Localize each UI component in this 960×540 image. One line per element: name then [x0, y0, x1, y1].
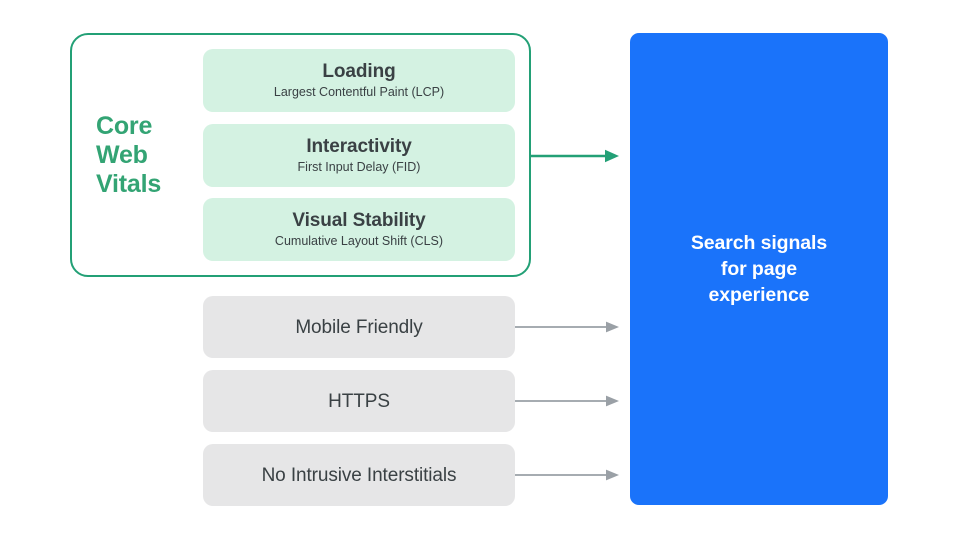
metric-card-visual-stability[interactable]: Visual Stability Cumulative Layout Shift… [203, 198, 515, 261]
signal-card-https[interactable]: HTTPS [203, 370, 515, 432]
search-signals-panel-text: Search signals for page experience [675, 230, 843, 308]
metric-card-title: Loading [322, 61, 396, 82]
search-signals-panel[interactable]: Search signals for page experience [630, 33, 888, 505]
search-signals-line-1: Search signals [690, 232, 828, 254]
search-signals-line-3: experience [708, 284, 810, 306]
core-web-vitals-arrow-icon [531, 147, 619, 165]
metric-card-loading[interactable]: Loading Largest Contentful Paint (LCP) [203, 49, 515, 112]
no-intrusive-interstitials-arrow-icon [515, 466, 619, 484]
signal-card-no-intrusive-interstitials[interactable]: No Intrusive Interstitials [203, 444, 515, 506]
signal-card-title: Mobile Friendly [295, 316, 423, 338]
metric-card-subtitle: Largest Contentful Paint (LCP) [273, 85, 445, 99]
metric-card-title: Visual Stability [292, 210, 426, 231]
https-arrow-icon [515, 392, 619, 410]
search-signals-line-2: for page [720, 258, 798, 280]
core-web-vitals-label-line-2: Web [96, 141, 148, 169]
core-web-vitals-label-line-3: Vitals [96, 170, 162, 198]
mobile-friendly-arrow-icon [515, 318, 619, 336]
signal-card-title: No Intrusive Interstitials [261, 464, 457, 486]
metric-card-subtitle: First Input Delay (FID) [297, 160, 421, 174]
metric-card-title: Interactivity [306, 136, 412, 157]
signal-card-mobile-friendly[interactable]: Mobile Friendly [203, 296, 515, 358]
metric-card-subtitle: Cumulative Layout Shift (CLS) [274, 234, 444, 248]
metric-card-interactivity[interactable]: Interactivity First Input Delay (FID) [203, 124, 515, 187]
core-web-vitals-group [70, 33, 531, 277]
signal-card-title: HTTPS [328, 390, 390, 412]
core-web-vitals-label: Core Web Vitals [96, 112, 192, 199]
core-web-vitals-label-line-1: Core [96, 112, 153, 140]
